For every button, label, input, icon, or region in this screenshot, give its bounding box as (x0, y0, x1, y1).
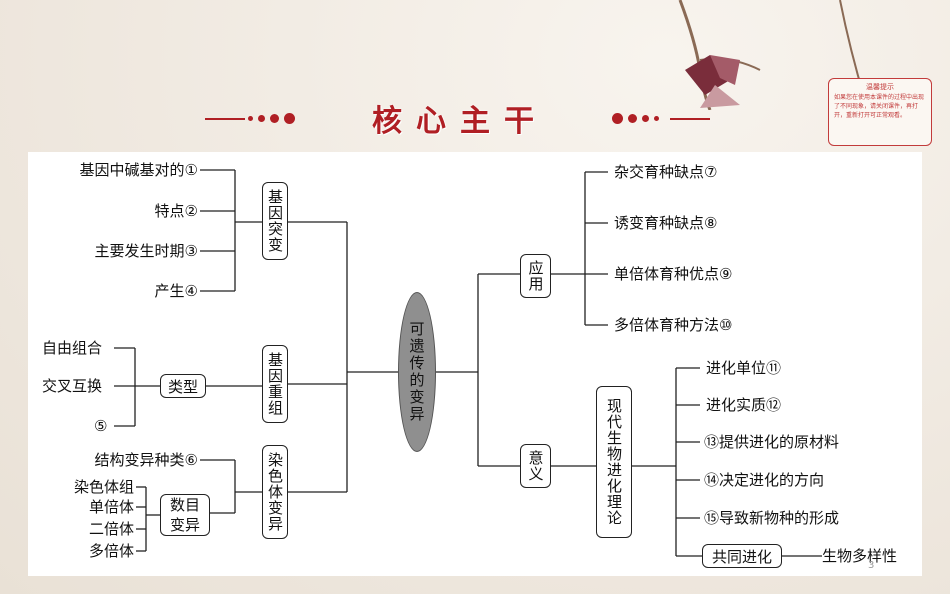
page-title: 核心主干 (372, 104, 548, 139)
recombination-type-3: ⑤ (94, 417, 108, 435)
gene-recombination-box: 基因重组 (262, 345, 288, 423)
chromosome-variation-box: 染色体变异 (262, 445, 288, 539)
header-dots-left (248, 113, 295, 124)
application-box: 应用 (520, 254, 551, 298)
number-item-4: 多倍体 (88, 542, 134, 560)
application-item-4: 多倍体育种方法⑩ (614, 316, 733, 334)
gene-mutation-item-1: 基因中碱基对的① (79, 161, 198, 179)
application-item-1: 杂交育种缺点⑦ (614, 163, 718, 181)
evolution-theory-box: 现代生物进化理论 (596, 386, 632, 538)
notice-box: 温馨提示 如果您在使用本课件的过程中出现了不同现象，请关闭课件，再打开，重新打开… (828, 78, 932, 146)
recombination-type-1: 自由组合 (42, 339, 103, 357)
number-item-1: 染色体组 (73, 478, 134, 496)
number-item-2: 单倍体 (88, 498, 134, 516)
application-item-3: 单倍体育种优点⑨ (614, 265, 733, 283)
significance-item-4: ⑭决定进化的方向 (704, 471, 825, 489)
gene-mutation-item-3: 主要发生时期③ (94, 242, 198, 260)
notice-body: 如果您在使用本课件的过程中出现了不同现象，请关闭课件，再打开，重新打开可正常观看… (834, 94, 925, 119)
header-line-right (670, 118, 710, 120)
type-box: 类型 (160, 374, 206, 398)
gene-mutation-item-2: 特点② (154, 202, 198, 220)
gene-mutation-item-4: 产生④ (154, 282, 198, 300)
significance-item-2: 进化实质⑫ (706, 396, 782, 414)
header-line-left (205, 118, 245, 120)
significance-item-1: 进化单位⑪ (706, 359, 782, 377)
biodiversity-label: 生物多样性 (822, 547, 898, 565)
number-variation-box: 数目变异 (160, 494, 210, 536)
page-number: 3 (868, 560, 875, 571)
notice-title: 温馨提示 (866, 83, 894, 91)
coevolution-box: 共同进化 (702, 544, 782, 568)
significance-item-5: ⑮导致新物种的形成 (704, 509, 840, 527)
number-item-3: 二倍体 (88, 520, 134, 538)
branch-decoration-icon (678, 0, 866, 110)
recombination-type-2: 交叉互换 (42, 377, 103, 395)
gene-mutation-box: 基因突变 (262, 182, 288, 260)
application-item-2: 诱变育种缺点⑧ (614, 214, 718, 232)
structure-variation: 结构变异种类⑥ (94, 451, 198, 469)
significance-box: 意义 (520, 444, 551, 488)
header-dots-right (612, 113, 659, 124)
significance-item-3: ⑬提供进化的原材料 (704, 433, 840, 451)
center-node: 可遗传的变异 (398, 292, 436, 452)
